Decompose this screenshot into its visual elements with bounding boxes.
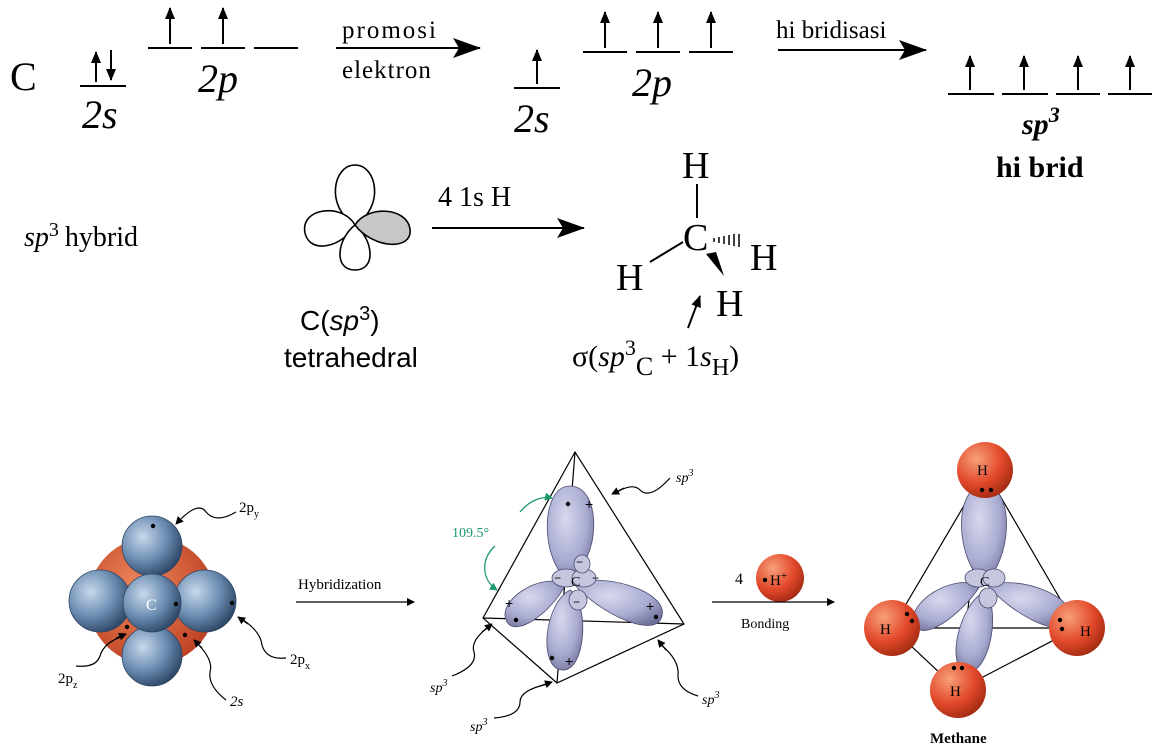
sp3-hybrid-orbitals: sp3 hi brid [948, 55, 1152, 184]
methane-c-label: C [980, 575, 989, 590]
promotion-arrow: promosi elektron [336, 17, 481, 84]
svg-text:+: + [565, 653, 573, 669]
hybridization-label: hi bridisasi [776, 17, 886, 44]
svg-text:+: + [585, 496, 593, 512]
label-2pz: 2pz [58, 671, 78, 691]
hashed-wedge-bond [713, 234, 740, 247]
svg-text:H: H [1080, 624, 1091, 640]
sp3-label-top: sp3 [676, 468, 693, 486]
svg-text:−: − [576, 555, 583, 569]
carbon-sp3-label: C(sp3) [300, 303, 380, 336]
excited-2p-orbitals: 2p [583, 11, 733, 105]
promotion-label-2: elektron [342, 57, 432, 84]
atom-c-label: C [146, 597, 157, 614]
ground-2s-orbital: 2s [80, 50, 126, 137]
methane-caption: Methane [930, 731, 987, 747]
hydrogen-ion-label: H+ [770, 570, 787, 589]
excited-2s-label: 2s [514, 96, 550, 141]
hybridization-arrow-label: Hybridization [298, 577, 382, 593]
sp3-label: sp3 [1021, 102, 1060, 141]
ground-2p-orbitals: 2p [148, 7, 298, 101]
tetrahedral-label: tetrahedral [284, 342, 418, 373]
methane-c: C [683, 217, 708, 259]
methane-3d-figure: C H H H H Methane [864, 442, 1105, 747]
hydrogen-reactant: 4 H+ Bonding [712, 554, 835, 632]
methane-h-left: H [616, 257, 643, 299]
sp3-tetrahedron-figure: C + + + + − − − − 109.5° sp3 sp3 sp3 sp3 [430, 450, 719, 735]
label-2px: 2px [290, 652, 310, 672]
svg-text:+: + [505, 595, 513, 611]
svg-text:−: − [554, 571, 561, 585]
methane-h-sphere-left [864, 600, 920, 656]
svg-text:−: − [573, 595, 580, 609]
methane-structure: H C H H H [616, 145, 777, 329]
label-2py: 2py [239, 500, 259, 520]
carbon-symbol: C [10, 54, 37, 99]
svg-text:H: H [950, 684, 961, 700]
unhybridized-orbitals-figure: C 2py 2px 2pz 2s [58, 500, 310, 710]
hybridization-arrow-bottom: Hybridization [296, 577, 415, 606]
hydrogen-count: 4 [735, 571, 743, 588]
methane-h-top: H [682, 145, 709, 187]
hybrid-caption: hi brid [996, 151, 1084, 184]
methane-h-right: H [750, 237, 777, 279]
label-2s: 2s [230, 694, 244, 710]
bond-angle-label: 109.5° [452, 526, 489, 541]
solid-wedge-bond [706, 252, 724, 276]
sigma-pointer-arrow [687, 295, 701, 329]
methane-h-sphere-right [1049, 600, 1105, 656]
svg-text:+: + [646, 598, 654, 614]
sigma-bond-label: σ(sp3C + 1sH) [572, 335, 739, 381]
tetrahedral-orbital-icon [304, 164, 411, 271]
methane-h-sphere-top [957, 442, 1013, 498]
electron-configuration-row: C 2s 2p promosi elektron 2s [10, 7, 1152, 184]
center-c-label: C [571, 575, 580, 590]
bonding-arrow-label: Bonding [741, 617, 789, 632]
methane-h-sphere-bottom [930, 662, 986, 718]
hydrogen-ion-sphere [756, 554, 804, 602]
reaction-label: 4 1s H [438, 182, 511, 213]
methane-h-bottom: H [716, 283, 743, 325]
excited-2p-label: 2p [632, 60, 672, 105]
ground-2p-label: 2p [198, 56, 238, 101]
excited-2s-orbital: 2s [514, 49, 560, 141]
hybridization-arrow-top: hi bridisasi [776, 17, 927, 60]
svg-text:H: H [880, 622, 891, 638]
svg-text:H: H [977, 463, 988, 479]
sp3-label-bottom: sp3 [470, 717, 487, 735]
promotion-label-1: promosi [342, 17, 438, 44]
sp3-label-left: sp3 [430, 678, 447, 696]
sp3-label-right: sp3 [702, 690, 719, 708]
ground-2s-label: 2s [82, 92, 118, 137]
svg-text:−: − [592, 571, 599, 585]
